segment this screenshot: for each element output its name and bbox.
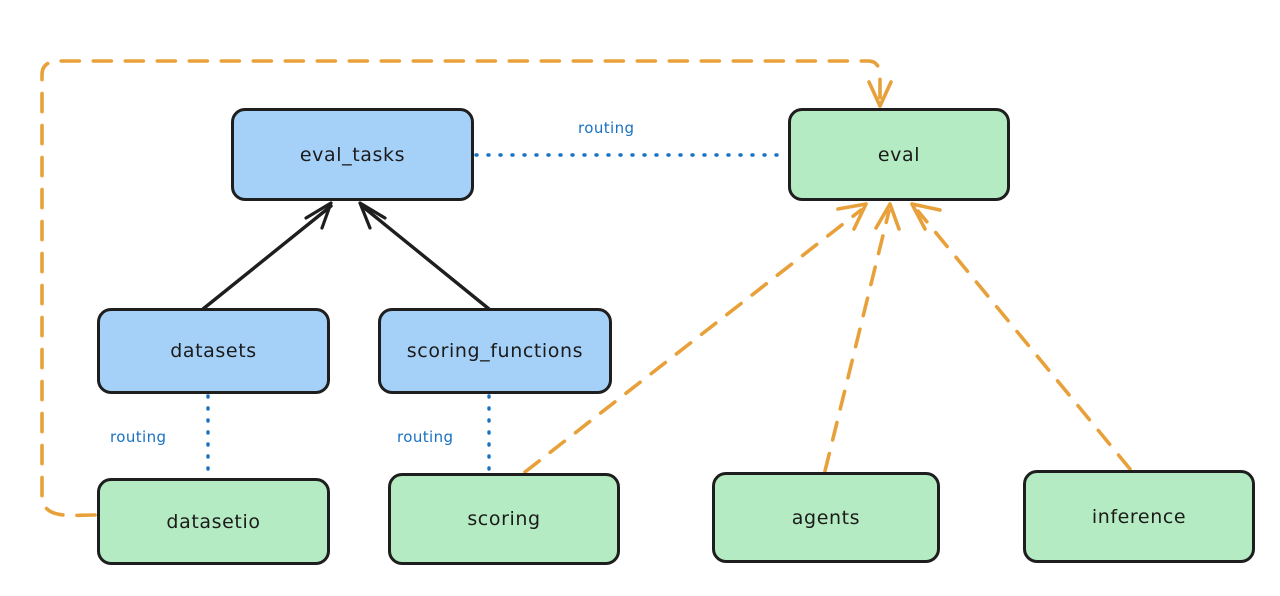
node-scoring[interactable]: scoring: [388, 473, 620, 565]
edge-label-routing-datasets-datasetio: routing: [110, 428, 167, 446]
node-label: eval_tasks: [299, 143, 406, 166]
node-label: eval: [877, 143, 921, 166]
edge-agents-eval: [823, 202, 901, 473]
node-label: scoring_functions: [406, 340, 584, 362]
node-label: inference: [1091, 505, 1187, 528]
edge-datasets-eval_tasks: [201, 201, 333, 311]
edge-scoring-eval: [523, 202, 868, 474]
node-eval-tasks[interactable]: eval_tasks: [231, 108, 474, 201]
node-eval[interactable]: eval: [788, 108, 1010, 201]
edge-label-routing-scoring-functions-scoring: routing: [397, 428, 454, 446]
node-datasets[interactable]: datasets: [97, 308, 330, 394]
edge-scoring_functions-eval_tasks: [358, 201, 491, 311]
node-scoring-functions[interactable]: scoring_functions: [378, 308, 612, 394]
edge-label-routing-eval-tasks-eval: routing: [578, 119, 635, 137]
edge-inference-eval: [910, 202, 1132, 471]
node-label: scoring: [467, 508, 541, 530]
node-label: agents: [791, 506, 861, 529]
node-agents[interactable]: agents: [712, 472, 940, 563]
node-inference[interactable]: inference: [1023, 470, 1255, 563]
node-label: datasets: [170, 340, 257, 362]
node-label: datasetio: [166, 510, 261, 533]
node-datasetio[interactable]: datasetio: [97, 478, 330, 565]
edge-datasetio-eval: [40, 59, 893, 518]
